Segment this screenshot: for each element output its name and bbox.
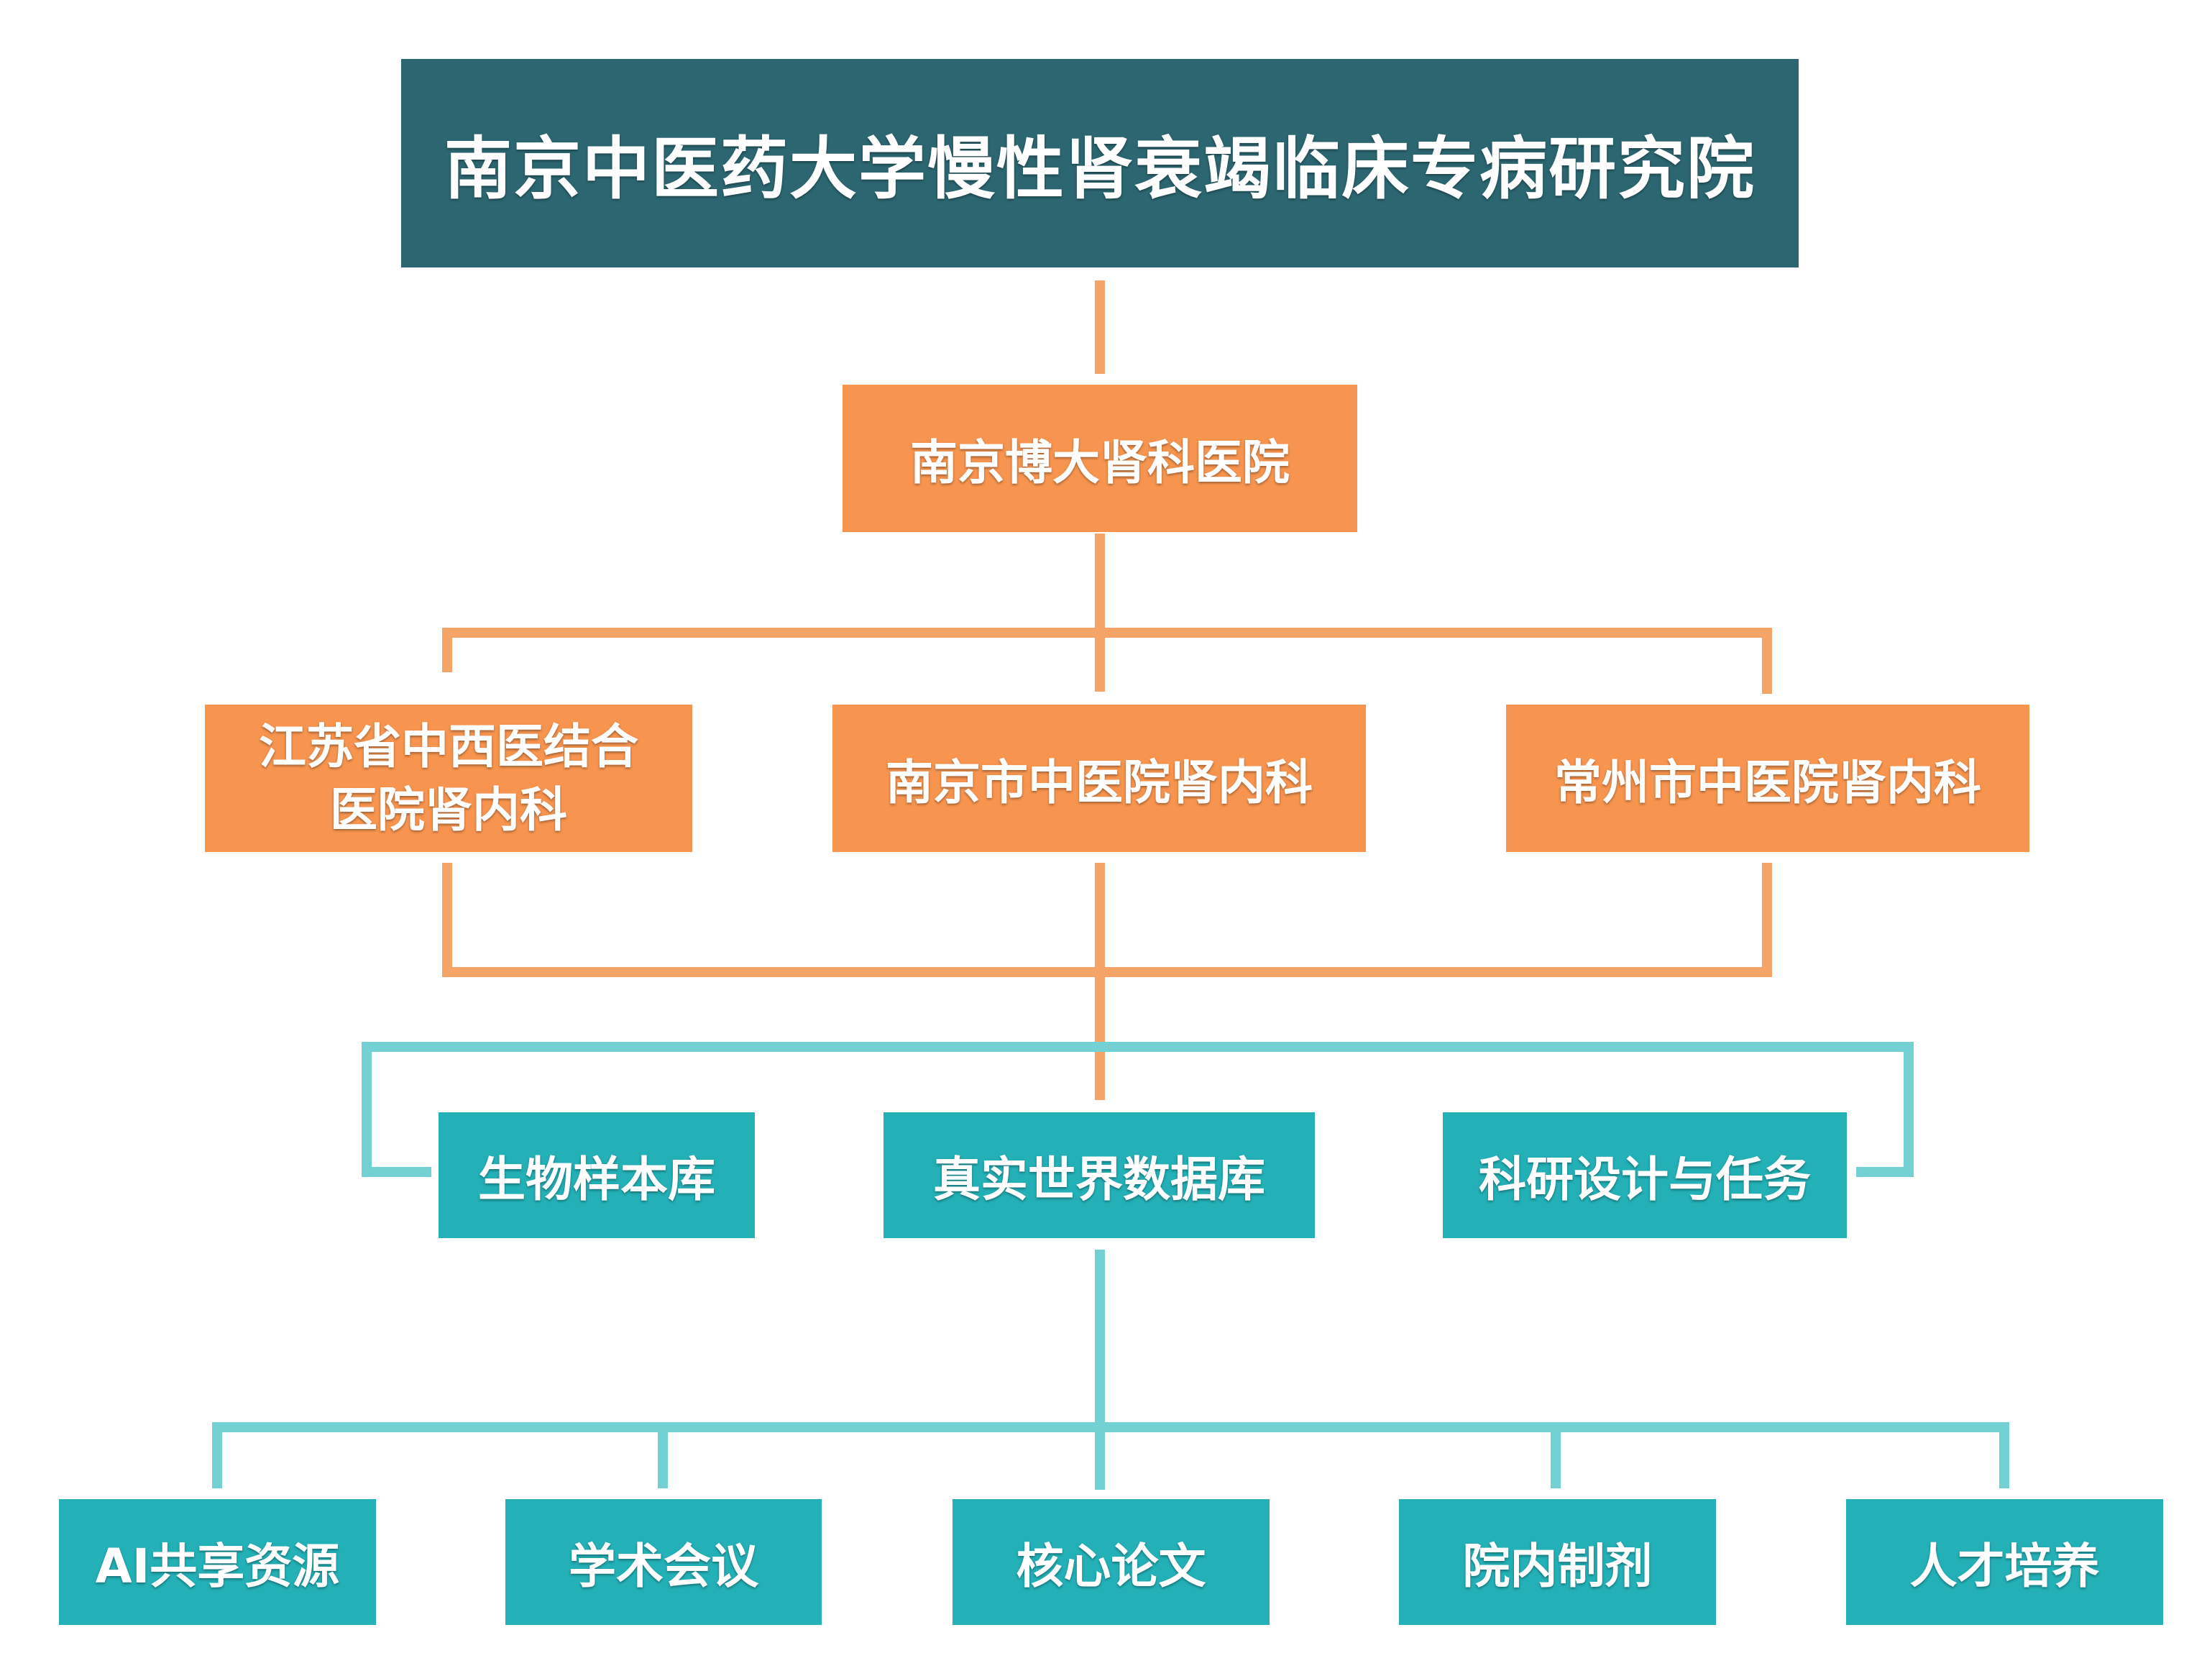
line-dept-bottom-right: [1100, 863, 1772, 977]
output-box-ai-resources: AI共享资源: [59, 1499, 376, 1625]
department-box-nanjing: 南京市中医院肾内科: [832, 705, 1366, 852]
department-box-jiangsu: 江苏省中西医结合 医院肾内科: [205, 705, 692, 852]
output-label: 核心论文: [1016, 1538, 1206, 1594]
line-dept-bottom-left: [442, 863, 1100, 977]
output-label: 学术会议: [569, 1538, 758, 1594]
department-label: 常州市中医院肾内科: [1554, 754, 1981, 810]
root-institute-box: 南京中医药大学慢性肾衰竭临床专病研究院: [401, 59, 1799, 267]
hospital-label: 南京博大肾科医院: [910, 434, 1290, 490]
department-box-changzhou: 常州市中医院肾内科: [1506, 705, 2029, 852]
platform-label: 生物样本库: [478, 1151, 715, 1207]
department-label-line1: 江苏省中西医结合: [259, 718, 638, 774]
platform-box-biobank: 生物样本库: [439, 1112, 755, 1238]
output-box-academic-conference: 学术会议: [505, 1499, 822, 1625]
line-dept-top-bus: [442, 628, 1772, 694]
department-label: 南京市中医院肾内科: [886, 754, 1313, 810]
platform-label: 科研设计与任务: [1479, 1151, 1811, 1207]
hospital-box: 南京博大肾科医院: [843, 385, 1357, 532]
root-institute-label: 南京中医药大学慢性肾衰竭临床专病研究院: [444, 130, 1756, 209]
output-box-core-papers: 核心论文: [953, 1499, 1270, 1625]
platform-box-realworld-db: 真实世界数据库: [884, 1112, 1315, 1238]
output-box-hospital-preparations: 院内制剂: [1399, 1499, 1716, 1625]
output-label: AI共享资源: [95, 1538, 340, 1594]
output-box-talent-training: 人才培养: [1846, 1499, 2163, 1625]
platform-label: 真实世界数据库: [933, 1151, 1265, 1207]
output-label: 人才培养: [1909, 1538, 2100, 1594]
output-label: 院内制剂: [1462, 1538, 1653, 1594]
line-platform-bracket: [362, 1042, 1914, 1177]
line-output-bus: [212, 1422, 2009, 1488]
platform-box-research-design: 科研设计与任务: [1443, 1112, 1847, 1238]
department-label-line2: 医院肾内科: [330, 782, 567, 838]
